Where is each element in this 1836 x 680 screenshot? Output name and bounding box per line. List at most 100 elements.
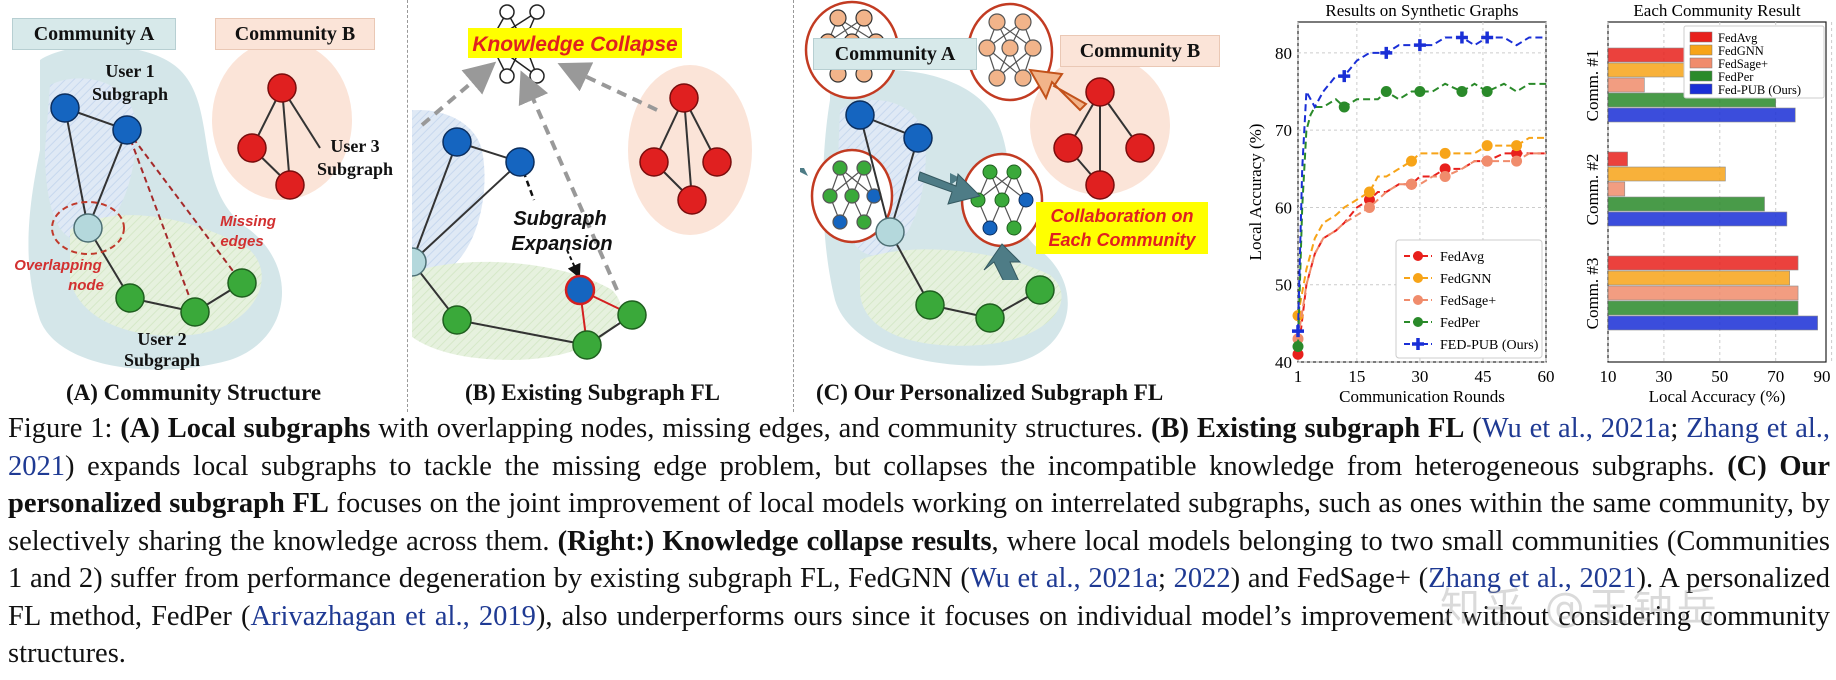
legend-marker	[1413, 295, 1423, 305]
x-axis-label: Communication Rounds	[1339, 387, 1505, 406]
legend-swatch	[1689, 57, 1713, 69]
data-point	[1363, 201, 1375, 213]
x-axis-label: Local Accuracy (%)	[1649, 387, 1786, 406]
legend-label: FedGNN	[1440, 272, 1491, 287]
data-point	[1292, 341, 1304, 353]
legend-swatch	[1689, 31, 1713, 43]
user2-label-line1: User 2	[137, 329, 186, 349]
data-point	[1363, 194, 1375, 206]
community-b-region	[628, 65, 752, 235]
arrow-from-community-b	[1028, 68, 1088, 112]
caption-c-text: focuses on the joint improvement of loca…	[8, 488, 1831, 557]
legend-swatch	[1689, 70, 1713, 82]
legend-box	[1683, 25, 1825, 99]
community-a-model-icon	[822, 160, 882, 230]
caption-c-bold: (C) Our personalized subgraph FL	[8, 450, 1831, 520]
subgraph-expansion-line1: Subgraph	[513, 208, 606, 230]
panel-a-community-b-tag: Community B	[215, 18, 375, 50]
data-point	[1439, 163, 1451, 175]
panel-c-community-a-tag: Community A	[813, 38, 977, 70]
panel-a-diagram: User 1 Subgraph User 3 Subgraph User 2 S…	[14, 40, 393, 370]
x-tick-label: 30	[1655, 367, 1672, 386]
legend-box	[1395, 239, 1543, 359]
overlapping-node-line1: Overlapping	[14, 257, 102, 274]
user3-label-line1: User 3	[330, 136, 379, 156]
panel-a-caption: (A) Community Structure	[66, 380, 322, 405]
panel-b-diagram: Knowledge Collapse Subgraph Expansion	[412, 4, 752, 360]
citation-link[interactable]: 2022	[1173, 563, 1231, 594]
caption-b-bold: (B) Existing subgraph FL	[1151, 413, 1465, 444]
panel-c-arrow-left	[918, 171, 981, 205]
x-tick-label: 15	[1348, 367, 1365, 386]
legend-swatch	[1689, 83, 1713, 95]
legend-label: FedPer	[1440, 316, 1480, 331]
caption-right-text: ) and FedSage+ (	[1230, 563, 1429, 594]
x-tick-label: 50	[1711, 367, 1728, 386]
user2-label-line2: Subgraph	[124, 350, 200, 370]
legend-label: FedSage+	[1718, 57, 1768, 71]
panel-b-caption: (B) Existing Subgraph FL	[465, 380, 720, 405]
panel-c-caption: (C) Our Personalized Subgraph FL	[816, 380, 1164, 405]
overlapping-node-line2: node	[68, 277, 104, 294]
legend-label: FedAvg	[1440, 250, 1484, 265]
caption-right-bold: (Right:) Knowledge collapse results	[557, 525, 992, 557]
bar	[1607, 270, 1790, 286]
citation-link[interactable]: Wu et al., 2021a	[969, 563, 1159, 594]
arrow-from-user2	[983, 243, 1022, 280]
legend-label: FedAvg	[1718, 31, 1758, 45]
bar	[1607, 77, 1645, 93]
data-point	[1456, 86, 1468, 98]
citation-link[interactable]: Zhang et al., 2021	[8, 413, 1831, 482]
category-label: Comm. #2	[1583, 154, 1602, 226]
bar	[1607, 211, 1788, 227]
citation-link[interactable]: Arivazhagan et al., 2019	[250, 600, 536, 632]
x-tick-label: 70	[1767, 367, 1784, 386]
y-tick-label: 70	[1275, 121, 1292, 140]
legend-label: FedGNN	[1718, 44, 1764, 58]
data-point	[1338, 70, 1351, 83]
data-point	[1405, 155, 1417, 167]
data-point	[1292, 348, 1304, 360]
bar	[1607, 166, 1726, 182]
category-label: Comm. #1	[1583, 50, 1602, 122]
citation-link[interactable]: Zhang et al., 2021	[1428, 563, 1637, 594]
citation-link[interactable]: Wu et al., 2021a	[1481, 413, 1671, 444]
legend-marker	[1413, 273, 1423, 283]
data-point	[1380, 46, 1393, 59]
panel-c-models	[950, 2, 1088, 280]
bar	[1607, 181, 1626, 197]
data-point	[1405, 178, 1417, 190]
x-tick-label: 90	[1814, 367, 1831, 386]
y-tick-label: 40	[1275, 353, 1292, 372]
data-point	[1363, 186, 1375, 198]
y-tick-label: 50	[1275, 276, 1292, 295]
legend-marker	[1413, 317, 1423, 327]
watermark: 知乎 @王钟岳	[1440, 585, 1721, 631]
user1-label-line2: Subgraph	[92, 84, 168, 104]
chart-title: Results on Synthetic Graphs	[1325, 1, 1518, 20]
x-tick-label: 45	[1474, 367, 1491, 386]
caption-a-bold: (A) Local subgraphs	[120, 413, 371, 444]
caption-a-text: with overlapping nodes, missing edges, a…	[378, 413, 1144, 444]
subgraph-expansion-line2: Expansion	[511, 233, 612, 255]
y-tick-label: 80	[1275, 44, 1292, 63]
legend-label: FedPer	[1718, 70, 1754, 84]
bar	[1607, 107, 1796, 123]
data-point	[1511, 140, 1523, 152]
legend-label: Fed-PUB (Ours)	[1718, 83, 1801, 97]
chart-title: Each Community Result	[1633, 1, 1800, 20]
bar	[1607, 285, 1799, 301]
series-line	[1297, 136, 1546, 316]
x-tick-label: 30	[1411, 367, 1428, 386]
bar	[1607, 300, 1799, 316]
y-axis-label: Local Accuracy (%)	[1246, 124, 1265, 261]
bar	[1607, 151, 1628, 167]
panel-c-diagram	[800, 0, 1170, 366]
y-tick-label: 60	[1275, 198, 1292, 217]
user1-label-line1: User 1	[105, 61, 154, 81]
data-point	[1481, 86, 1493, 98]
series-line	[1297, 152, 1546, 339]
data-point	[1413, 39, 1426, 52]
